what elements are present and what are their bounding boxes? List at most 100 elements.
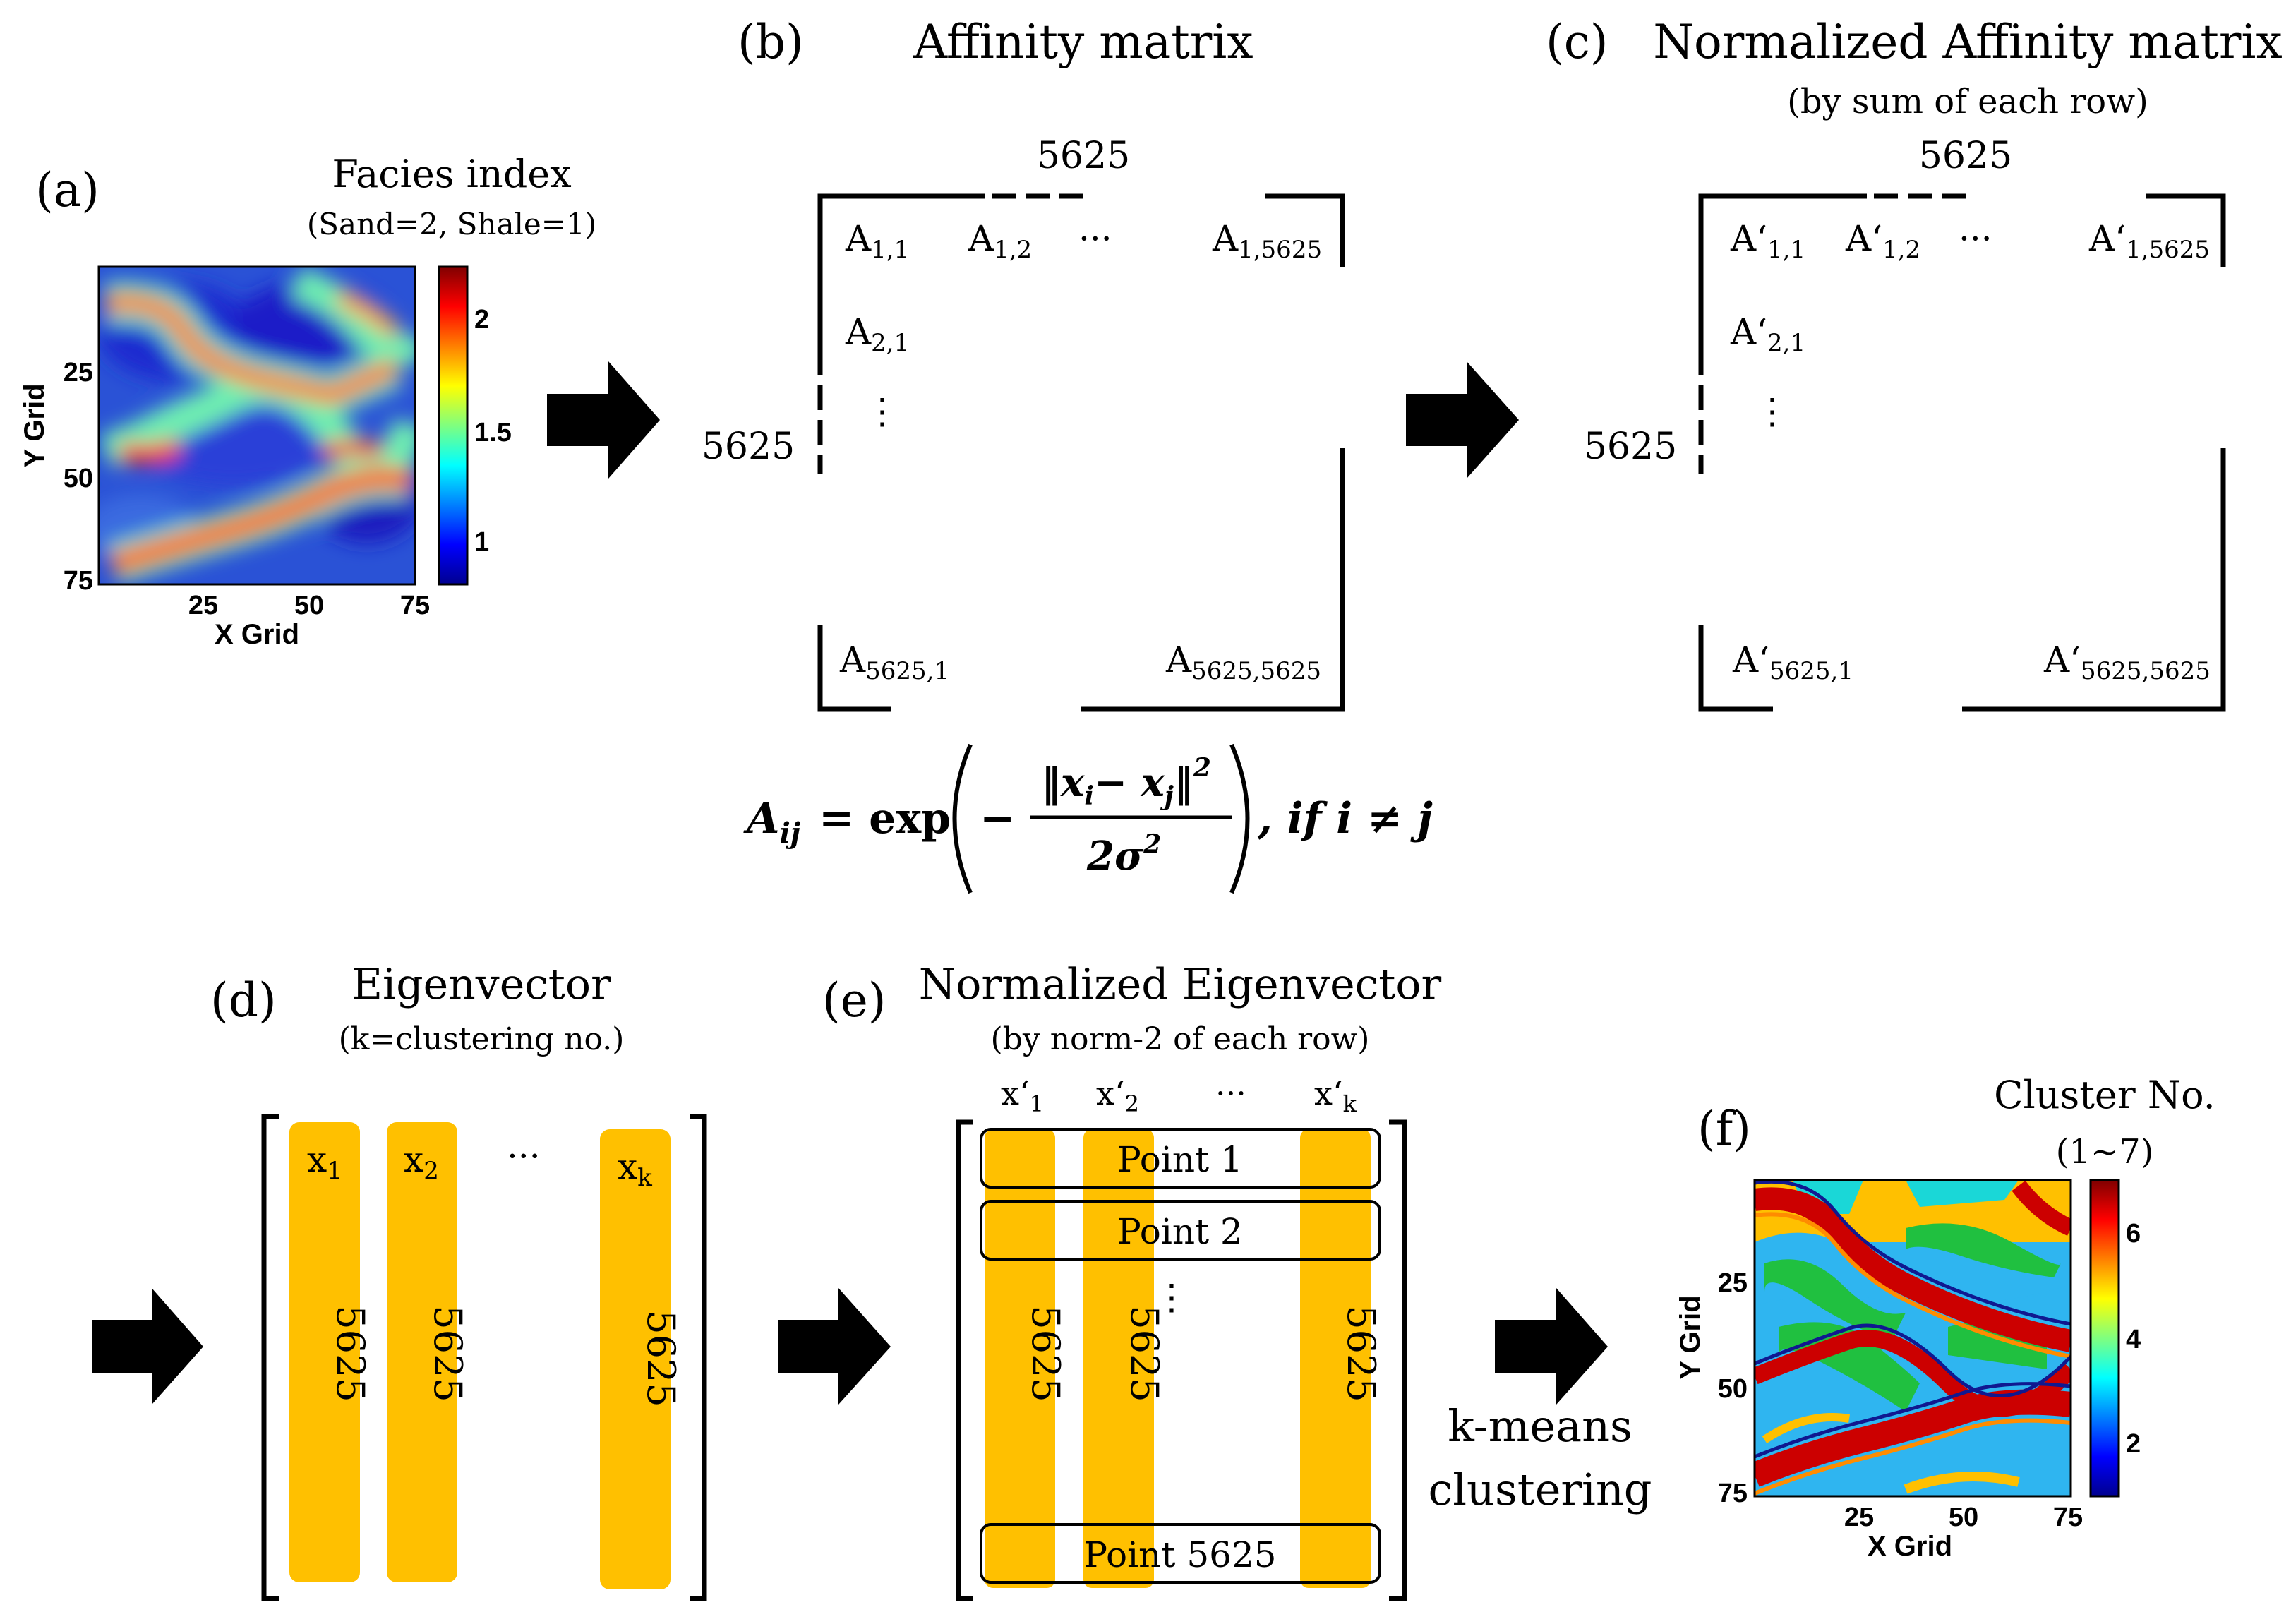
formula-eq: = exp bbox=[819, 794, 951, 843]
panel-b-left-dim: 5625 bbox=[702, 426, 795, 468]
panel-a-x-label: X Grid bbox=[215, 619, 299, 650]
panel-f-colorbar-tick: 6 bbox=[2126, 1219, 2141, 1249]
kmeans-label: k-means bbox=[1448, 1400, 1632, 1452]
svg-text:Aij: Aij bbox=[743, 794, 801, 850]
panel-a-x-tick: 50 bbox=[294, 591, 324, 620]
point-row-label: Point 1 bbox=[1117, 1139, 1243, 1180]
cell-a21: A bbox=[845, 311, 872, 352]
affinity-matrix-entries: A1,1 A1,2 ··· A1,5625 A2,1 ⋮ A5625,1 A56… bbox=[839, 218, 1322, 685]
col-label: x‘ bbox=[1001, 1074, 1030, 1112]
point-row-label: Point 5625 bbox=[1083, 1534, 1276, 1575]
panel-b-title: Affinity matrix bbox=[913, 15, 1253, 69]
panel-a-colorbar-tick: 2 bbox=[474, 305, 489, 335]
panel-b-top-dim: 5625 bbox=[1037, 135, 1130, 177]
cell-ann: A‘ bbox=[2043, 639, 2081, 680]
col-label: x bbox=[618, 1146, 637, 1187]
svg-text:x‘2: x‘2 bbox=[1096, 1074, 1139, 1117]
panel-e-letter: (e) bbox=[822, 973, 886, 1028]
formula-lhs: A bbox=[743, 794, 780, 843]
panel-f-x-tick: 75 bbox=[2053, 1503, 2083, 1532]
panel-c-letter: (c) bbox=[1546, 15, 1608, 69]
right-arrow-icon bbox=[778, 1288, 891, 1405]
formula-condition: , if i ≠ j bbox=[1257, 794, 1433, 843]
panel-a-colorbar-tick: 1.5 bbox=[474, 418, 512, 447]
panel-a-title: Facies index bbox=[332, 152, 571, 196]
col-length: 5625 bbox=[1023, 1305, 1068, 1402]
formula-left-paren bbox=[952, 743, 973, 894]
svg-text:x‘1: x‘1 bbox=[1001, 1074, 1044, 1117]
normalized-eigenvector-left-bracket bbox=[956, 1119, 973, 1601]
svg-text:A5625,5625: A5625,5625 bbox=[1165, 639, 1321, 685]
panel-d-subtitle: (k=clustering no.) bbox=[339, 1021, 625, 1057]
panel-f-subtitle: (1~7) bbox=[2056, 1132, 2154, 1172]
right-arrow-icon bbox=[547, 361, 660, 479]
svg-text:A1,5625: A1,5625 bbox=[1212, 218, 1322, 264]
cell-a11: A bbox=[845, 218, 872, 259]
rows-vdots: ⋮ bbox=[1154, 1277, 1189, 1318]
normalized-eigenvector-column bbox=[1300, 1129, 1371, 1588]
cell-a1n: A‘ bbox=[2088, 218, 2126, 259]
svg-text:A1,2: A1,2 bbox=[968, 218, 1032, 264]
panel-c-title: Normalized Affinity matrix bbox=[1653, 15, 2282, 69]
facies-heatmap bbox=[99, 267, 415, 584]
point-row bbox=[980, 1200, 1381, 1261]
col-length: 5625 bbox=[426, 1305, 470, 1402]
cell-an1: A bbox=[839, 639, 866, 680]
point-row bbox=[980, 1128, 1381, 1189]
eigenvector-column bbox=[387, 1122, 457, 1582]
point-row-label: Point 2 bbox=[1117, 1211, 1243, 1252]
cell-a11: A‘ bbox=[1730, 218, 1767, 259]
cell-a12: A‘ bbox=[1845, 218, 1882, 259]
panel-e-title: Normalized Eigenvector bbox=[919, 960, 1442, 1009]
cell-a21: A‘ bbox=[1730, 311, 1767, 352]
formula-minus: − bbox=[980, 794, 1015, 843]
panel-b-letter: (b) bbox=[738, 15, 804, 69]
svg-text:A5625,1: A5625,1 bbox=[839, 639, 949, 685]
panel-a: (a) Facies index (Sand=2, Shale=1) bbox=[19, 152, 596, 650]
affinity-matrix-brackets bbox=[817, 193, 1345, 712]
panel-d-title: Eigenvector bbox=[351, 960, 611, 1009]
col-length: 5625 bbox=[1122, 1305, 1167, 1402]
affinity-formula: Aij = exp − ‖xi− xj‖2 2σ2 , if i ≠ j bbox=[743, 743, 1433, 894]
right-arrow-icon bbox=[1495, 1288, 1608, 1405]
panel-a-colorbar bbox=[438, 265, 469, 586]
col1-vdots: ⋮ bbox=[1755, 391, 1790, 432]
col-label: x bbox=[307, 1139, 327, 1180]
panel-c-left-dim: 5625 bbox=[1584, 426, 1677, 468]
normalized-affinity-entries: A‘1,1 A‘1,2 ··· A‘1,5625 A‘2,1 ⋮ A‘5625,… bbox=[1730, 218, 2211, 685]
svg-text:2σ2: 2σ2 bbox=[1086, 829, 1161, 879]
eigenvector-column bbox=[289, 1122, 360, 1582]
panel-e-subtitle: (by norm-2 of each row) bbox=[991, 1021, 1370, 1057]
panel-a-y-tick: 50 bbox=[64, 464, 93, 493]
col-label: x‘ bbox=[1096, 1074, 1125, 1112]
panel-f-x-tick: 25 bbox=[1844, 1503, 1874, 1532]
svg-text:A‘2,1: A‘2,1 bbox=[1730, 311, 1805, 357]
panel-b: (b) Affinity matrix 5625 5625 A1,1 A1,2 … bbox=[702, 15, 1345, 712]
col-label: x bbox=[404, 1139, 423, 1180]
svg-text:x‘k: x‘k bbox=[1314, 1074, 1357, 1117]
panel-f: (f) Cluster No. (1~7) Y Grid bbox=[1675, 1073, 2215, 1562]
col-hdots: ··· bbox=[1215, 1074, 1246, 1112]
normalized-affinity-brackets bbox=[1698, 193, 2226, 712]
panel-f-colorbar-tick: 2 bbox=[2126, 1429, 2141, 1459]
svg-text:x2: x2 bbox=[404, 1139, 439, 1185]
panel-a-y-tick: 75 bbox=[64, 566, 93, 596]
svg-text:‖xi− xj‖2: ‖xi− xj‖2 bbox=[1041, 753, 1211, 811]
normalized-eigenvector-column bbox=[1083, 1129, 1154, 1588]
normalized-eigenvector-column bbox=[985, 1129, 1055, 1588]
col-hdots: ··· bbox=[507, 1136, 541, 1177]
panel-f-y-tick: 50 bbox=[1718, 1374, 1748, 1404]
eigenvector-left-bracket bbox=[261, 1114, 279, 1601]
svg-text:A‘5625,5625: A‘5625,5625 bbox=[2043, 639, 2211, 685]
panel-a-x-tick: 75 bbox=[400, 591, 430, 620]
formula-right-paren bbox=[1229, 743, 1250, 894]
svg-text:A1,1: A1,1 bbox=[845, 218, 909, 264]
panel-f-letter: (f) bbox=[1697, 1102, 1751, 1156]
right-arrow-icon bbox=[92, 1288, 203, 1405]
cluster-map bbox=[1755, 1180, 2071, 1496]
panel-a-subtitle: (Sand=2, Shale=1) bbox=[307, 207, 596, 241]
panel-c: (c) Normalized Affinity matrix (by sum o… bbox=[1546, 15, 2283, 712]
panel-c-subtitle: (by sum of each row) bbox=[1787, 82, 2148, 121]
svg-text:A‘1,1: A‘1,1 bbox=[1730, 218, 1805, 264]
normalized-eigenvector-right-bracket bbox=[1389, 1119, 1407, 1601]
